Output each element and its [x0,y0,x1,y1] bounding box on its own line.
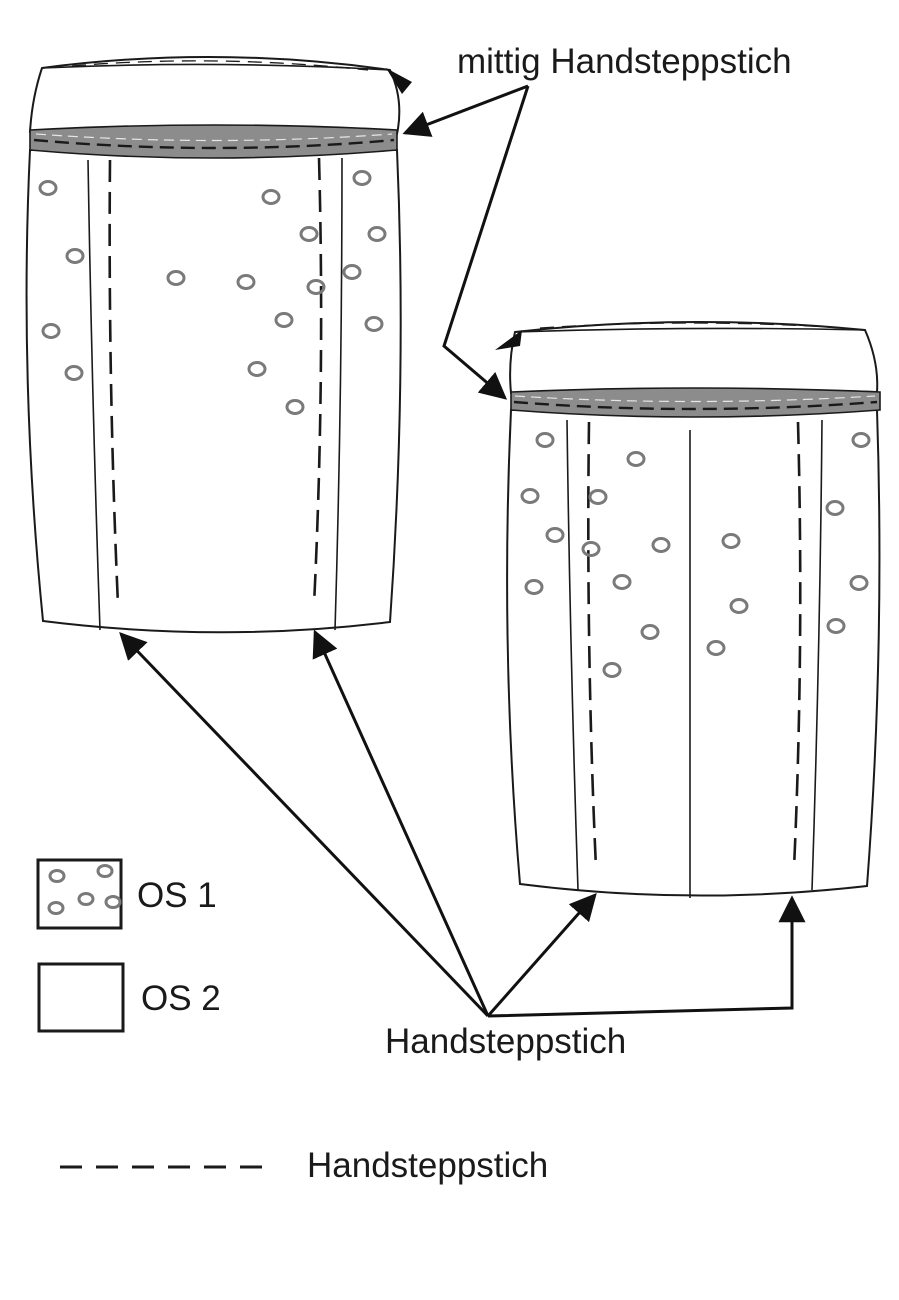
bottom-callout-label: Handsteppstich [385,1022,626,1061]
arrow-to-left-waistband [402,84,529,137]
right-skirt-corner-pointer [495,330,522,350]
dotted-fabric-swatch-icon [36,858,123,930]
legend-os1: OS 1 [36,858,217,930]
legend-os2: OS 2 [37,962,221,1033]
right-skirt-dots [520,432,871,678]
left-skirt-dashed-stitch-right [312,157,323,606]
top-callout-arrows [402,84,530,400]
left-skirt-waistband-stitch [33,138,395,150]
arrow-to-left-skirt-hem-right [312,629,490,1017]
legend-dash: Handsteppstich [60,1146,548,1185]
right-skirt-body [506,405,881,897]
left-skirt-seam-right [334,157,343,631]
left-skirt-corner-pointer [386,68,412,94]
left-skirt [25,55,412,634]
right-skirt-top-stitch [539,322,846,329]
right-skirt-seam-right [811,419,823,891]
left-skirt-body [25,144,402,634]
right-skirt [495,320,881,898]
arrow-to-right-skirt-hem-right [487,895,806,1018]
legend: OS 1 OS 2 Handsteppstich [36,858,548,1185]
left-skirt-top-edge [41,63,391,71]
left-skirt-yoke [28,55,401,136]
legend-dash-label: Handsteppstich [307,1146,548,1185]
arrow-to-left-skirt-hem-left [119,632,490,1018]
right-skirt-waistband-stitch [513,400,878,411]
left-skirt-top-stitch [71,60,369,71]
left-skirt-dots [38,170,387,415]
legend-os1-label: OS 1 [137,876,217,915]
plain-fabric-swatch-icon [37,962,125,1033]
left-skirt-waistband-stitch-light [35,133,393,142]
right-skirt-dashed-stitch-left [587,421,598,869]
top-callout-label: mittig Handsteppstich [457,42,792,81]
left-skirt-seam-left [87,159,101,631]
arrow-to-right-waistband [442,85,530,400]
right-skirt-yoke [509,320,879,395]
bottom-callout-arrows [119,629,806,1018]
legend-os2-label: OS 2 [141,979,221,1018]
arrow-to-right-skirt-hem-left [486,892,597,1017]
right-skirt-waistband [510,387,881,418]
right-skirt-seam-left [566,419,579,891]
right-skirt-top-edge [514,327,866,333]
right-skirt-dashed-stitch-right [792,421,802,869]
left-skirt-waistband [29,124,398,159]
right-skirt-waistband-stitch-light [514,395,876,403]
